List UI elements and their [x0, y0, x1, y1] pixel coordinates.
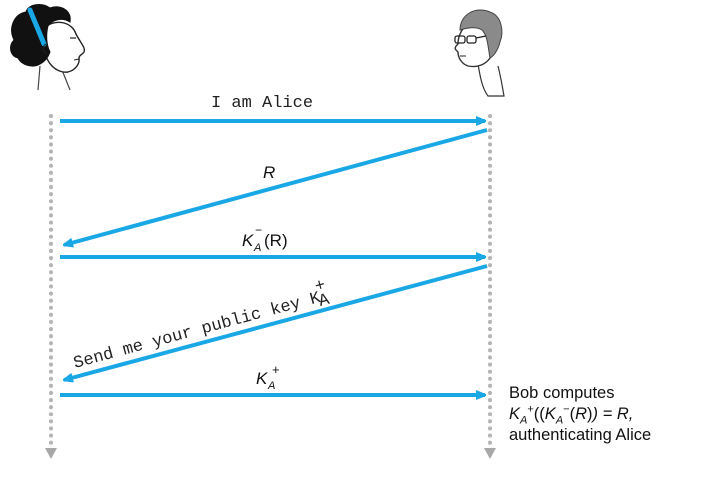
note-k2-sup: − [563, 403, 570, 416]
m5-sub-a: A [267, 380, 275, 392]
m3-k: K [242, 231, 254, 250]
message-label-m1: I am Alice [211, 94, 313, 113]
bob-figure [454, 9, 505, 97]
note-k2-sub: A [555, 414, 564, 427]
message-label-m5: K A + [256, 362, 280, 392]
m5-k: K [256, 369, 268, 388]
note-k1: K [509, 405, 521, 423]
message-label-m4: Send me your public key K A + [72, 276, 333, 374]
note-line-2: KA+((KA−(R)) = R, [509, 403, 634, 427]
message-arrow-m4 [64, 264, 488, 380]
m4-sup-plus: + [313, 276, 328, 297]
m4-text: Send me your public key K [72, 289, 324, 374]
m3-sub-a: A [253, 242, 261, 254]
m5-sup-plus: + [272, 362, 280, 377]
note-line2-tail: ) = R, [592, 405, 634, 423]
bob-computation-note: Bob computes KA+((KA−(R)) = R, authentic… [509, 383, 714, 446]
message-label-m3: K A − (R) [242, 223, 288, 254]
bob-lifeline-end [484, 448, 496, 459]
note-k2: K [544, 405, 556, 423]
note-k1-sub: A [520, 414, 528, 427]
m3-arg: (R) [264, 231, 288, 250]
note-line-1: Bob computes [509, 384, 615, 402]
message-arrow-m2 [64, 128, 488, 245]
message-label-m2: R [263, 163, 275, 182]
m3-sup-minus: − [255, 223, 262, 237]
alice-figure [10, 4, 86, 91]
note-line-3: authenticating Alice [509, 426, 652, 444]
alice-lifeline-end [45, 448, 57, 459]
note-k1-sup: + [527, 403, 534, 416]
